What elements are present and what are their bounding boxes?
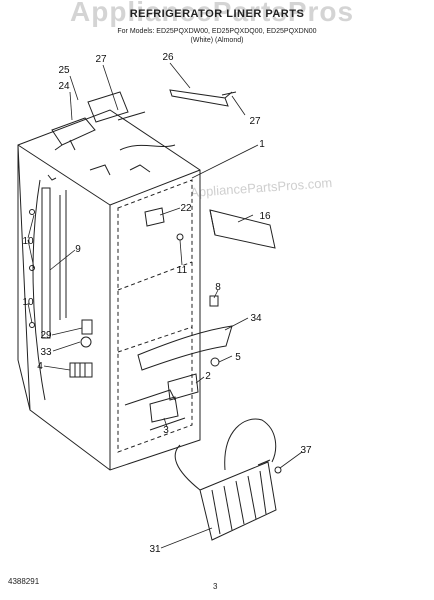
callout-25: 25 xyxy=(58,65,70,76)
callout-26: 26 xyxy=(162,52,174,63)
clip xyxy=(209,295,219,307)
diagram-title: REFRIGERATOR LINER PARTS xyxy=(129,8,305,20)
shelf-support xyxy=(209,209,276,249)
page-number: 3 xyxy=(213,582,218,591)
callout-1: 1 xyxy=(259,139,265,150)
callout-3: 3 xyxy=(163,425,169,436)
refrigerator-liner xyxy=(17,109,201,471)
callout-5: 5 xyxy=(235,352,241,363)
callout-27: 27 xyxy=(95,54,107,65)
screw xyxy=(117,91,237,121)
callout-4: 4 xyxy=(37,361,43,372)
model-list: For Models: ED25PQXDW00, ED25PQXDQ00, ED… xyxy=(117,28,317,35)
mounting-bracket xyxy=(149,373,199,423)
callout-31: 31 xyxy=(149,544,161,555)
callout-29: 29 xyxy=(40,330,52,341)
callout-27b: 27 xyxy=(249,116,261,127)
callout-34: 34 xyxy=(250,313,262,324)
grommet xyxy=(210,357,220,367)
top-rail xyxy=(169,89,233,107)
callout-2: 2 xyxy=(205,371,211,382)
switch xyxy=(69,362,93,378)
callout-9: 9 xyxy=(75,244,81,255)
heater xyxy=(174,418,282,541)
light-shield xyxy=(137,325,233,371)
bracket xyxy=(144,207,184,241)
watermark-brand: AppliancePartsPros xyxy=(70,0,355,27)
callout-33: 33 xyxy=(40,347,52,358)
callout-11: 11 xyxy=(177,265,188,276)
callout-10b: 10 xyxy=(22,297,34,308)
callout-24: 24 xyxy=(58,81,70,92)
callout-16: 16 xyxy=(259,211,271,222)
color-list: (White) (Almond) xyxy=(190,37,244,44)
callout-37: 37 xyxy=(300,445,312,456)
light-socket xyxy=(80,319,93,348)
callout-22: 22 xyxy=(180,203,192,214)
callout-8: 8 xyxy=(215,282,221,293)
side-rails xyxy=(29,187,51,339)
callout-10: 10 xyxy=(22,236,34,247)
document-number: 4388291 xyxy=(8,577,40,586)
top-cover-assembly xyxy=(51,91,129,151)
